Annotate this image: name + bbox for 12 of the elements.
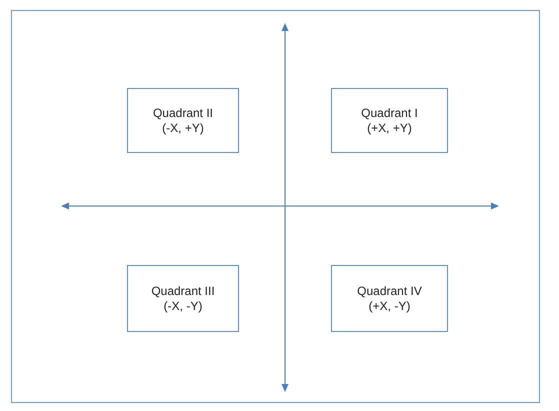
quadrant-box: [331, 88, 448, 153]
quadrant-name: Quadrant IV: [357, 284, 422, 298]
coordinate-signs: (+X, -Y): [368, 298, 410, 314]
coordinate-signs: (-X, +Y): [162, 120, 204, 136]
quadrant-box: [127, 88, 239, 153]
quadrant-name: Quadrant II: [152, 106, 214, 120]
quadrant-box: [331, 265, 448, 332]
quadrant-name: Quadrant I: [361, 106, 418, 120]
quadrant-box: [127, 265, 239, 332]
coordinate-signs: (-X, -Y): [164, 298, 202, 314]
coordinate-signs: (+X, +Y): [367, 120, 412, 136]
quadrant-name: Quadrant III: [151, 284, 215, 298]
